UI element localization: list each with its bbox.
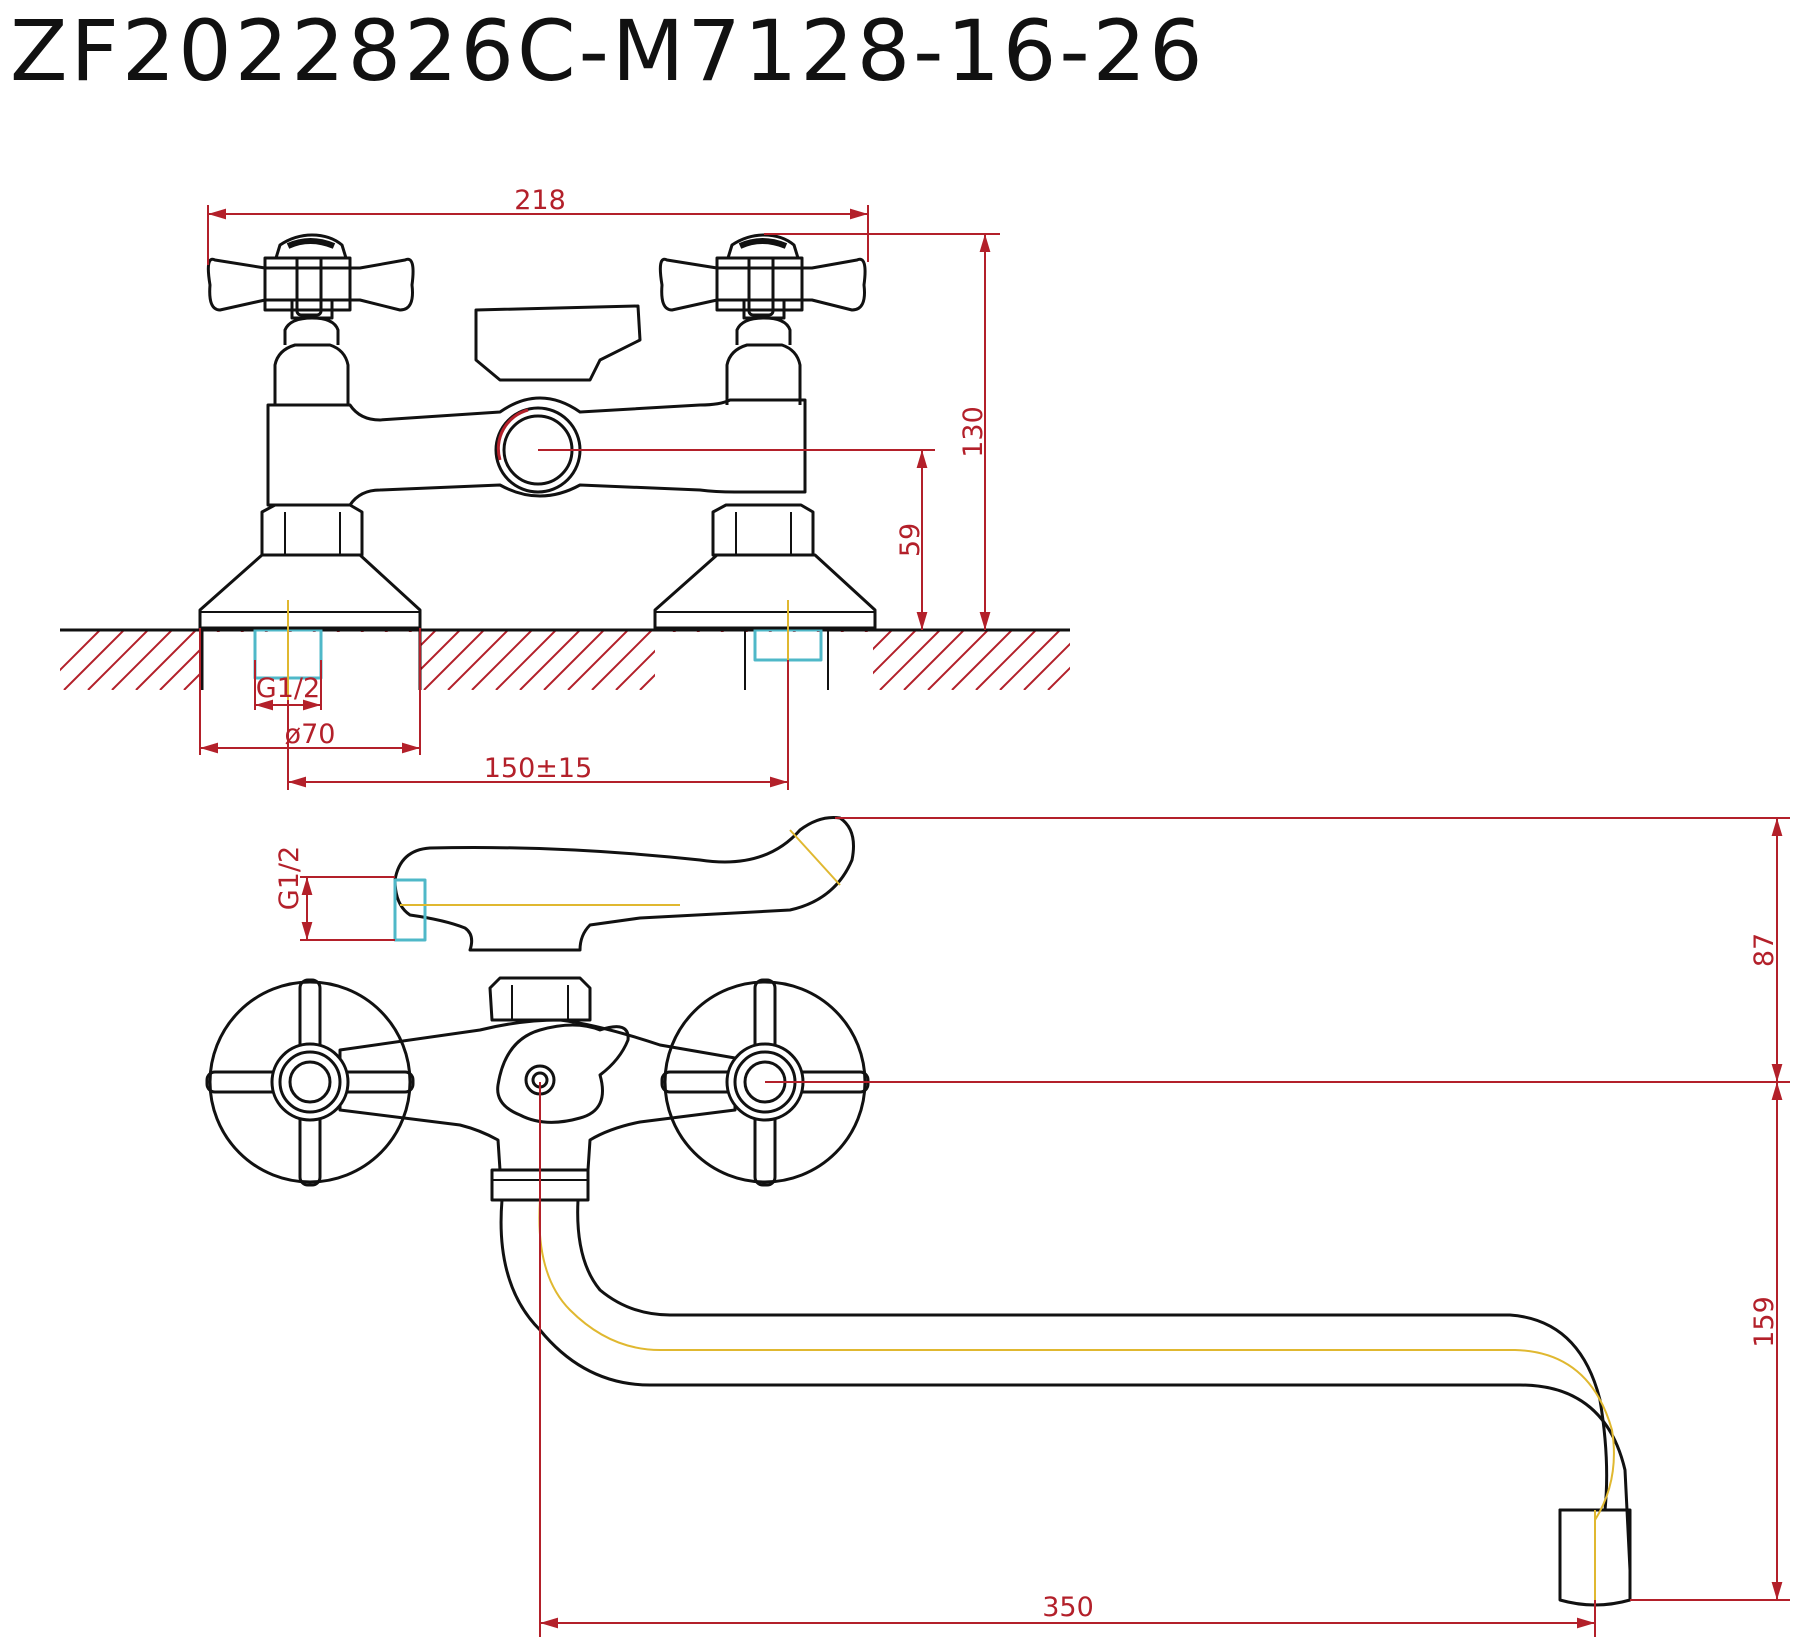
- mixer-body: [266, 396, 807, 507]
- escutcheon-diameter-label: ø70: [285, 719, 336, 750]
- right-valve-bonnet: [725, 343, 802, 405]
- left-valve-bonnet: [273, 343, 350, 405]
- top-view: [205, 816, 1632, 1607]
- left-escutcheon: [198, 553, 422, 630]
- right-handle-cap-top: [738, 238, 788, 249]
- right-escutcheon: [653, 553, 877, 630]
- left-hex-nut: [260, 503, 364, 557]
- left-cross-hub-inner: [288, 1060, 332, 1104]
- overall-height-label: 130: [958, 406, 989, 458]
- drawing-title: ZF2022826C-M7128-16-26: [10, 2, 1206, 100]
- spout-tip: [1558, 1508, 1632, 1607]
- spout-reach-label: 350: [1042, 1592, 1094, 1623]
- right-cross-handle: [658, 257, 867, 312]
- handle-offset-label: 87: [1749, 933, 1780, 967]
- front-view-dimensions: [199, 205, 1000, 790]
- outlet-thread-top: [393, 878, 427, 942]
- right-valve-collar: [735, 316, 792, 345]
- front-view: [60, 233, 1070, 700]
- spout-inner: [576, 1199, 1609, 1600]
- lever-tip-centerline: [789, 829, 841, 886]
- overall-width-label: 218: [514, 185, 566, 216]
- top-view-dimension-labels: G1/2 87 159 350: [274, 846, 1780, 1623]
- left-handle-cap-top: [286, 238, 336, 249]
- left-handle-hub: [263, 256, 352, 312]
- outlet-thread-label: G1/2: [274, 846, 305, 910]
- diverter-hex-nut: [488, 976, 592, 1022]
- right-handle-hub-core: [747, 253, 775, 317]
- inlet-thread-label: G1/2: [256, 673, 320, 704]
- front-view-dimension-labels: 218 130 59 G1/2 ø70 150±15: [256, 185, 989, 784]
- left-cross-hub-mid: [278, 1050, 342, 1114]
- left-valve-collar: [283, 316, 340, 345]
- outlet-height-label: 59: [895, 523, 926, 557]
- top-view-dimensions: [300, 817, 1790, 1637]
- left-cross-top: [205, 978, 415, 1187]
- left-escutcheon-disc: [208, 980, 412, 1184]
- diverter-knob: [474, 304, 642, 382]
- outlet-port-highlight: [496, 408, 529, 461]
- diverter-lever-arm: [393, 816, 855, 952]
- left-handle-hub-core: [295, 253, 323, 317]
- left-cross-hub-outer: [270, 1042, 350, 1122]
- spout-centerline: [538, 1199, 1615, 1600]
- inlet-spacing-label: 150±15: [484, 753, 593, 784]
- right-handle-hub: [715, 256, 804, 312]
- left-pipe-opening: [202, 632, 420, 690]
- spout-drop-label: 159: [1749, 1296, 1780, 1348]
- diverter-wing-knob: [496, 1023, 630, 1124]
- right-hex-nut: [711, 503, 815, 557]
- left-cross-handle: [206, 257, 415, 312]
- spout-outer: [499, 1199, 1632, 1600]
